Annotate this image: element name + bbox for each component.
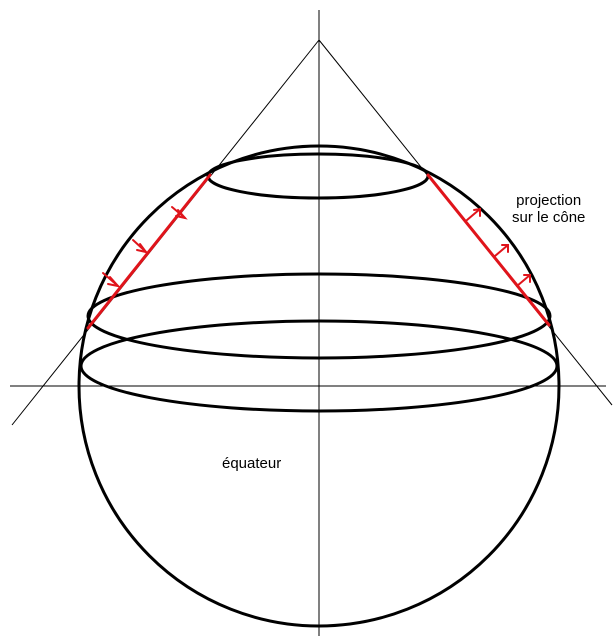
projection-line-right — [426, 173, 551, 327]
equator-label: équateur — [222, 455, 282, 472]
equator-ellipse — [79, 319, 559, 413]
projection-label-line1: projection — [516, 192, 582, 209]
sphere-outline — [77, 144, 561, 628]
projection-arrows-right — [466, 207, 531, 287]
projection-arrows-left — [102, 206, 188, 288]
cone — [11, 39, 613, 426]
middle-parallel — [86, 272, 552, 360]
projection-label: projection sur le cône — [512, 192, 585, 226]
projection-left — [86, 173, 212, 330]
projection-right — [426, 173, 551, 327]
projection-label-line2: sur le cône — [512, 209, 586, 226]
projection-line-left — [86, 173, 212, 330]
axes — [10, 10, 606, 636]
top-parallel — [206, 152, 430, 200]
